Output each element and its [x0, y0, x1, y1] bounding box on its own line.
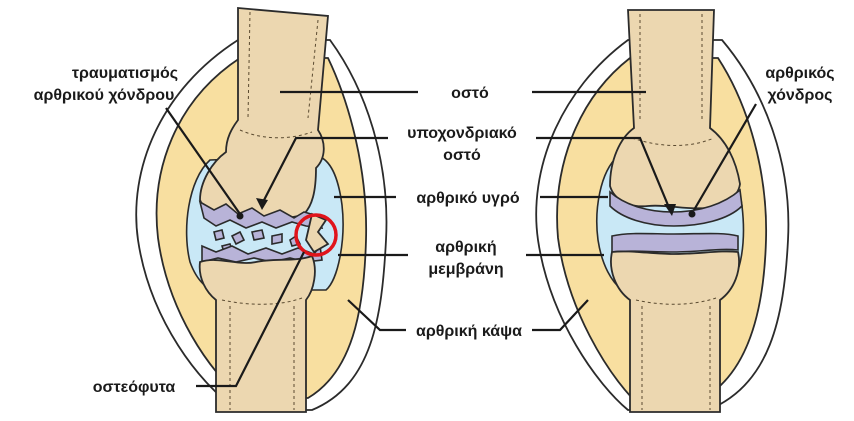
label-subchondral-2: οστό [443, 147, 481, 164]
label-joint-capsule: αρθρική κάψα [416, 323, 522, 340]
label-subchondral-1: υποχονδριακό [407, 125, 517, 142]
label-bone: οστό [451, 85, 489, 102]
label-synovial-membrane-1: αρθρική [435, 239, 496, 256]
label-osteophytes: οστεόφυτα [93, 379, 176, 396]
label-cartilage-injury-2: αρθρικού χόνδρου [34, 87, 175, 104]
label-synovial-membrane-2: μεμβράνη [428, 261, 503, 278]
healthy-joint [536, 10, 788, 412]
label-articular-cartilage-2: χόνδρος [768, 87, 833, 104]
right-lower-bone [611, 251, 739, 412]
left-lower-bone [200, 256, 315, 412]
label-articular-cartilage-1: αρθρικός [765, 65, 834, 82]
label-cartilage-injury-1: τραυματισμός [72, 65, 178, 82]
right-cartilage-lower [612, 234, 738, 253]
label-synovial-fluid: αρθρικό υγρό [416, 190, 519, 207]
